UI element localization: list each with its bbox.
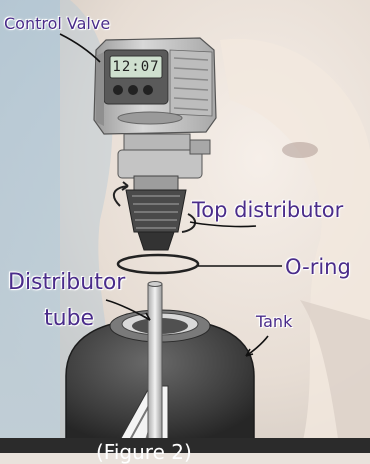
figure-caption: (Figure 2) (96, 440, 192, 464)
label-control-valve: Control Valve (4, 14, 110, 33)
label-o-ring: O-ring (285, 255, 351, 279)
label-distributor-line2: tube (44, 306, 94, 331)
valve-display-readout: 12:07 (112, 58, 160, 76)
label-tank: Tank (256, 312, 292, 331)
label-top-distributor: Top distributor (192, 198, 343, 222)
label-distributor-line1: Distributor (8, 270, 125, 295)
distributor-tube (148, 282, 162, 441)
diagram-canvas (0, 0, 370, 453)
